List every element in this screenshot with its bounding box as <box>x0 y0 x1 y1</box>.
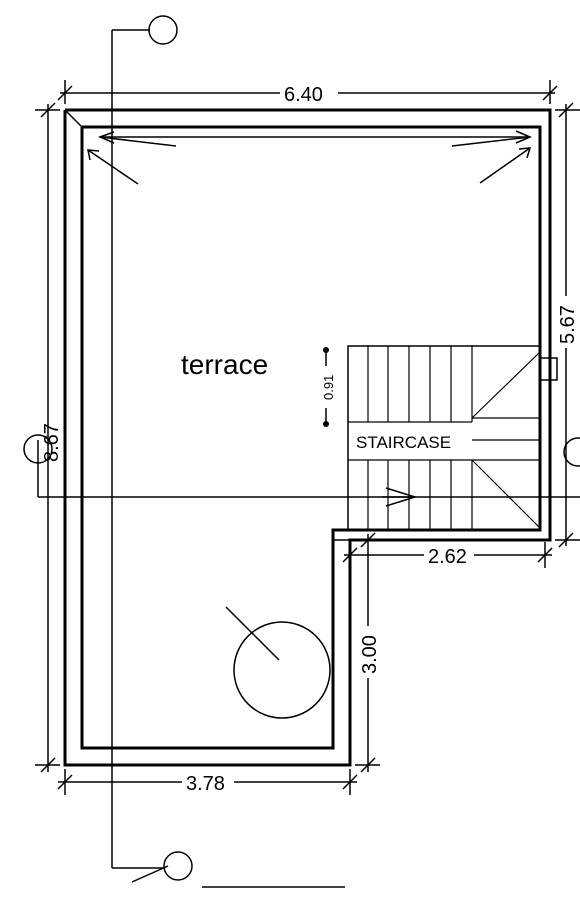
dimension-bottom-width-label: 3.78 <box>186 773 225 795</box>
section-line-vertical <box>111 15 345 888</box>
dimension-small-spacing-label: 0.91 <box>321 375 336 400</box>
dimension-left-height: 8.67 <box>35 102 63 773</box>
dimension-top-width-label: 6.40 <box>284 84 323 106</box>
dimension-right-height: 5.67 <box>554 102 580 548</box>
dimension-bottom-width: 3.78 <box>57 769 358 795</box>
dimension-small-spacing: 0.91 <box>321 347 336 427</box>
dimension-bottom-right-height: 3.00 <box>355 532 381 773</box>
dimension-stair-width-label: 2.62 <box>428 546 467 568</box>
dimension-right-height-label: 5.67 <box>557 305 579 344</box>
dimension-stair-width: 2.62 <box>333 539 553 568</box>
dimension-bottom-right-height-label: 3.00 <box>359 635 381 674</box>
section-line-horizontal <box>23 434 580 498</box>
room-label-terrace: terrace <box>181 349 268 380</box>
staircase-label: STAIRCASE <box>356 433 451 452</box>
exterior-walls <box>63 108 552 767</box>
dimension-left-height-label: 8.67 <box>41 423 63 462</box>
dimension-top-width: 6.40 <box>57 80 558 106</box>
corner-arrows <box>87 130 532 185</box>
round-object <box>225 606 331 719</box>
staircase: STAIRCASE <box>347 345 558 531</box>
